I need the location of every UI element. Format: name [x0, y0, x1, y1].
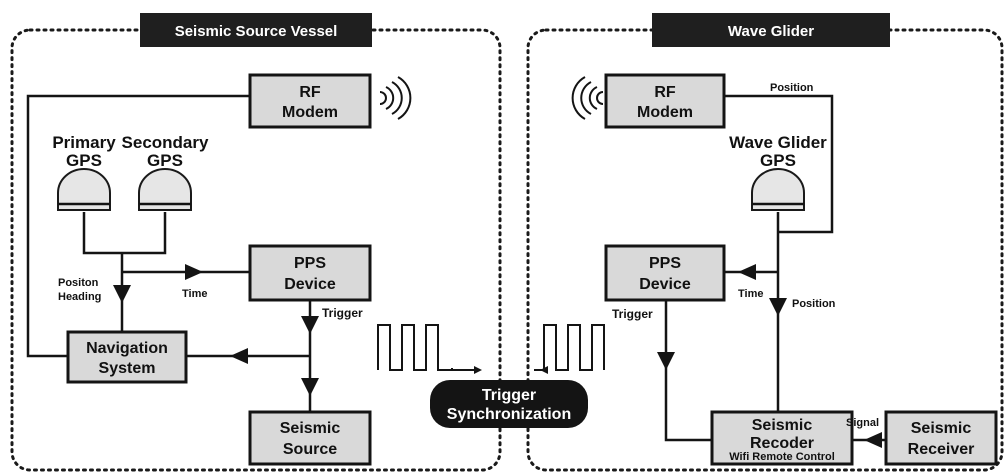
navigation-system-box: [66, 330, 188, 384]
arrow-trigger: [301, 316, 319, 334]
right-pps-line2: Device: [639, 276, 691, 293]
seismic-receiver-line1: Seismic: [911, 420, 972, 437]
right-panel-header: [652, 13, 890, 47]
left-label-position: Positon: [58, 277, 99, 289]
sync-line1: Trigger: [482, 387, 536, 404]
seismic-source-line2: Source: [283, 441, 337, 458]
navigation-line2: System: [99, 360, 156, 377]
radio-wave-icon: [379, 76, 412, 120]
navigation-line1: Navigation: [86, 340, 168, 357]
left-label-time: Time: [182, 288, 207, 300]
left-pps-device-box: [248, 244, 372, 302]
arrow-position-heading: [113, 285, 131, 303]
radio-wave-right-icon: [571, 76, 604, 120]
primary-gps-dome-icon: [57, 168, 111, 211]
seismic-receiver-line2: Receiver: [908, 441, 975, 458]
arrow-to-nav: [230, 348, 248, 364]
right-label-signal: Signal: [846, 417, 879, 429]
arrow-to-source: [301, 378, 319, 396]
arrow-signal: [864, 432, 882, 448]
secondary-gps-dome-icon: [138, 168, 192, 211]
left-panel-header: [140, 13, 372, 47]
left-pps-line1: PPS: [294, 255, 326, 272]
right-pulse-train-icon: [534, 324, 605, 374]
right-rf-modem-box: [604, 73, 726, 129]
seismic-recoder-box: [710, 410, 854, 466]
left-arrows: [113, 264, 319, 396]
right-label-position-top: Position: [770, 82, 814, 94]
trigger-synchronization-box: [430, 380, 588, 428]
seismic-source-box: [248, 410, 372, 466]
primary-gps-line1: Primary: [52, 133, 116, 152]
left-pps-line2: Device: [284, 276, 336, 293]
left-label-heading: Heading: [58, 291, 101, 303]
right-pps-line1: PPS: [649, 255, 681, 272]
left-pulse-train-icon: [377, 324, 482, 374]
right-panel-title: Wave Glider: [728, 23, 814, 40]
left-panel-title: Seismic Source Vessel: [175, 23, 338, 40]
seismic-source-line1: Seismic: [280, 420, 341, 437]
wave-glider-gps-line1: Wave Glider: [729, 133, 827, 152]
left-rf-modem-line2: Modem: [282, 104, 338, 121]
sync-line2: Synchronization: [447, 406, 571, 423]
left-label-trigger: Trigger: [322, 306, 363, 320]
left-rf-modem-line1: RF: [299, 84, 321, 101]
primary-gps-line2: GPS: [66, 151, 102, 170]
right-arrows: [657, 264, 882, 448]
seismic-recoder-line2: Recoder: [750, 435, 814, 452]
seismic-recoder-sub: Wifi Remote Control: [729, 451, 835, 463]
left-rf-modem-box: [248, 73, 372, 129]
arrow-position-right: [769, 298, 787, 316]
right-pps-device-box: [604, 244, 726, 302]
secondary-gps-line2: GPS: [147, 151, 183, 170]
arrow-trigger-right: [657, 352, 675, 370]
right-label-trigger: Trigger: [612, 307, 653, 321]
right-rf-modem-line2: Modem: [637, 104, 693, 121]
secondary-gps-line1: Secondary: [122, 133, 209, 152]
arrow-time: [185, 264, 203, 280]
wave-glider-gps-line2: GPS: [760, 151, 796, 170]
wave-glider-gps-dome-icon: [751, 168, 805, 211]
right-label-time: Time: [738, 288, 763, 300]
seismic-receiver-box: [884, 410, 998, 466]
arrow-time-right: [738, 264, 756, 280]
right-rf-modem-line1: RF: [654, 84, 676, 101]
seismic-recoder-line1: Seismic: [752, 417, 813, 434]
right-label-position: Position: [792, 298, 836, 310]
